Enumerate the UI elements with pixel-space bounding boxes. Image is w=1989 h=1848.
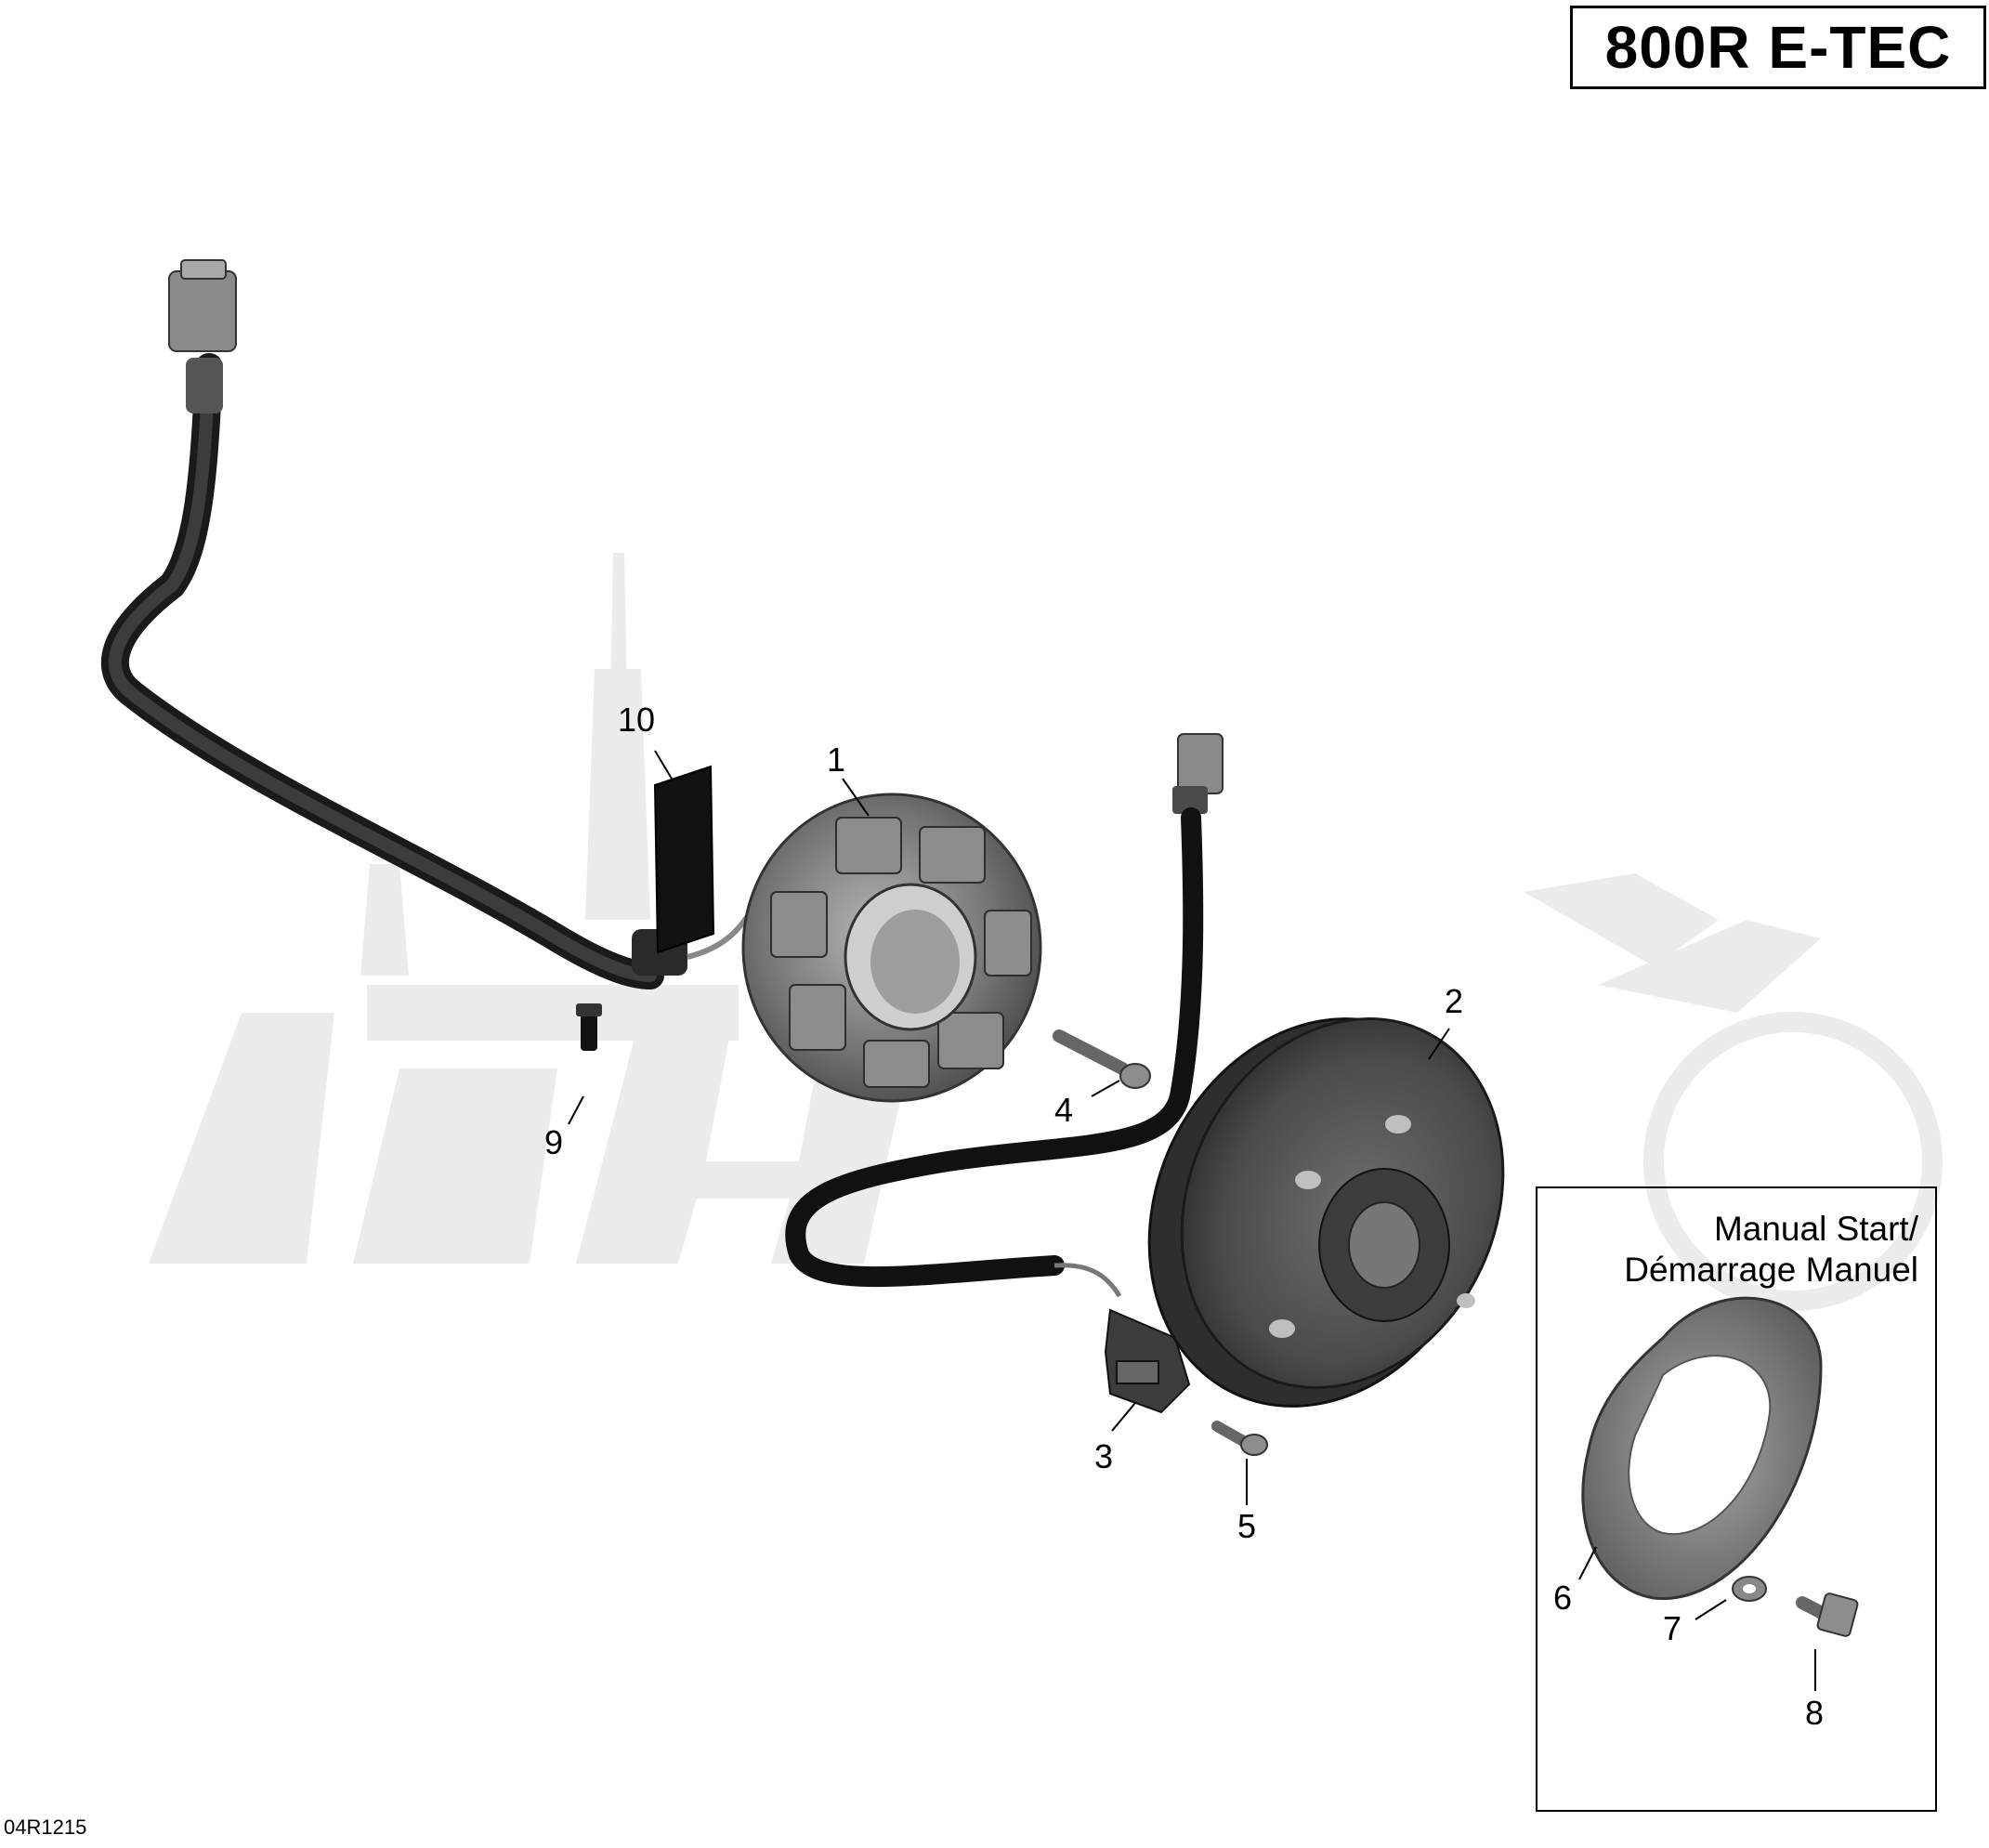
callout-1: 1 [827,741,846,779]
watermark [149,553,1943,1311]
callout-8: 8 [1805,1694,1825,1732]
callout-9: 9 [544,1123,564,1161]
model-label: 800R E-TEC [1604,14,1952,81]
callout-2: 2 [1445,982,1464,1020]
inset-title-line2: Démarrage Manuel [1624,1251,1918,1289]
callout-4: 4 [1054,1091,1074,1129]
reference-code: 04R1215 [4,1815,87,1839]
crankshaft-position-sensor-icon [1104,1308,1191,1414]
callout-10: 10 [618,701,656,739]
sensor-harness [785,733,1223,1298]
callout-3: 3 [1094,1437,1114,1475]
callout-6: 6 [1553,1579,1573,1617]
foam-pad-icon [653,765,715,954]
leader-lines [568,750,1450,1505]
callout-7: 7 [1663,1609,1682,1647]
stator-icon [741,793,1042,1103]
inset-leader-lines [1578,1546,1816,1691]
flywheel-icon [1147,1017,1505,1408]
grommet-clip-icon [576,1003,602,1051]
stator-screw-icon [1053,1029,1151,1089]
model-label-box: 800R E-TEC [1570,6,1986,89]
inset-title-line1: Manual Start/ [1713,1210,1918,1248]
stator-harness [100,259,765,990]
callout-5: 5 [1237,1507,1257,1545]
inset-title: Manual Start/ Démarrage Manuel [1624,1209,1918,1291]
starter-pulley-cup-icon [1581,1296,1823,1600]
flywheel-screw-icon [1796,1592,1859,1637]
washer-icon [1732,1576,1767,1602]
manual-start-inset: Manual Start/ Démarrage Manuel [1536,1186,1937,1812]
sensor-screw-icon [1211,1421,1268,1456]
